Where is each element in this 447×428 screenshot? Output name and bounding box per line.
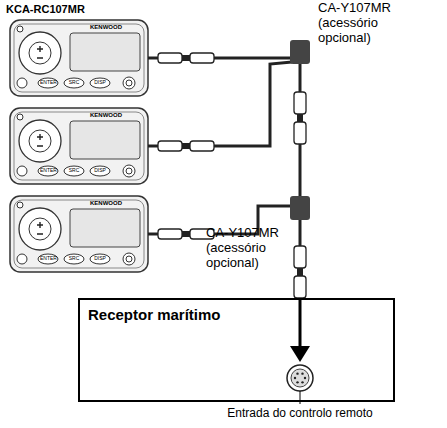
button-text: ENTER <box>40 168 56 174</box>
button-text: DISP <box>92 80 108 86</box>
input-label: Entrada do controlo remoto <box>227 407 372 421</box>
model-name: KCA-RC107MR <box>6 3 146 16</box>
receiver-box: Receptor marítimo <box>78 298 395 402</box>
button-text: ENTER <box>40 80 56 86</box>
button-text: ENTER <box>40 256 56 262</box>
button-text: DISP <box>92 168 108 174</box>
remote-control <box>10 108 148 184</box>
cable-label: CA-Y107MR (acessório opcional) <box>206 226 288 271</box>
button-text: DISP <box>92 256 108 262</box>
button-text: SRC <box>66 256 82 262</box>
cable-label: CA-Y107MR (acessório opcional) <box>318 1 398 46</box>
brand-text: KENWOOD <box>90 24 130 31</box>
button-text: SRC <box>66 168 82 174</box>
button-text: SRC <box>66 80 82 86</box>
brand-text: KENWOOD <box>90 200 130 207</box>
brand-text: KENWOOD <box>90 112 130 119</box>
remote-control <box>10 196 148 272</box>
receiver-title: Receptor marítimo <box>80 300 393 329</box>
remote-control <box>10 20 148 96</box>
